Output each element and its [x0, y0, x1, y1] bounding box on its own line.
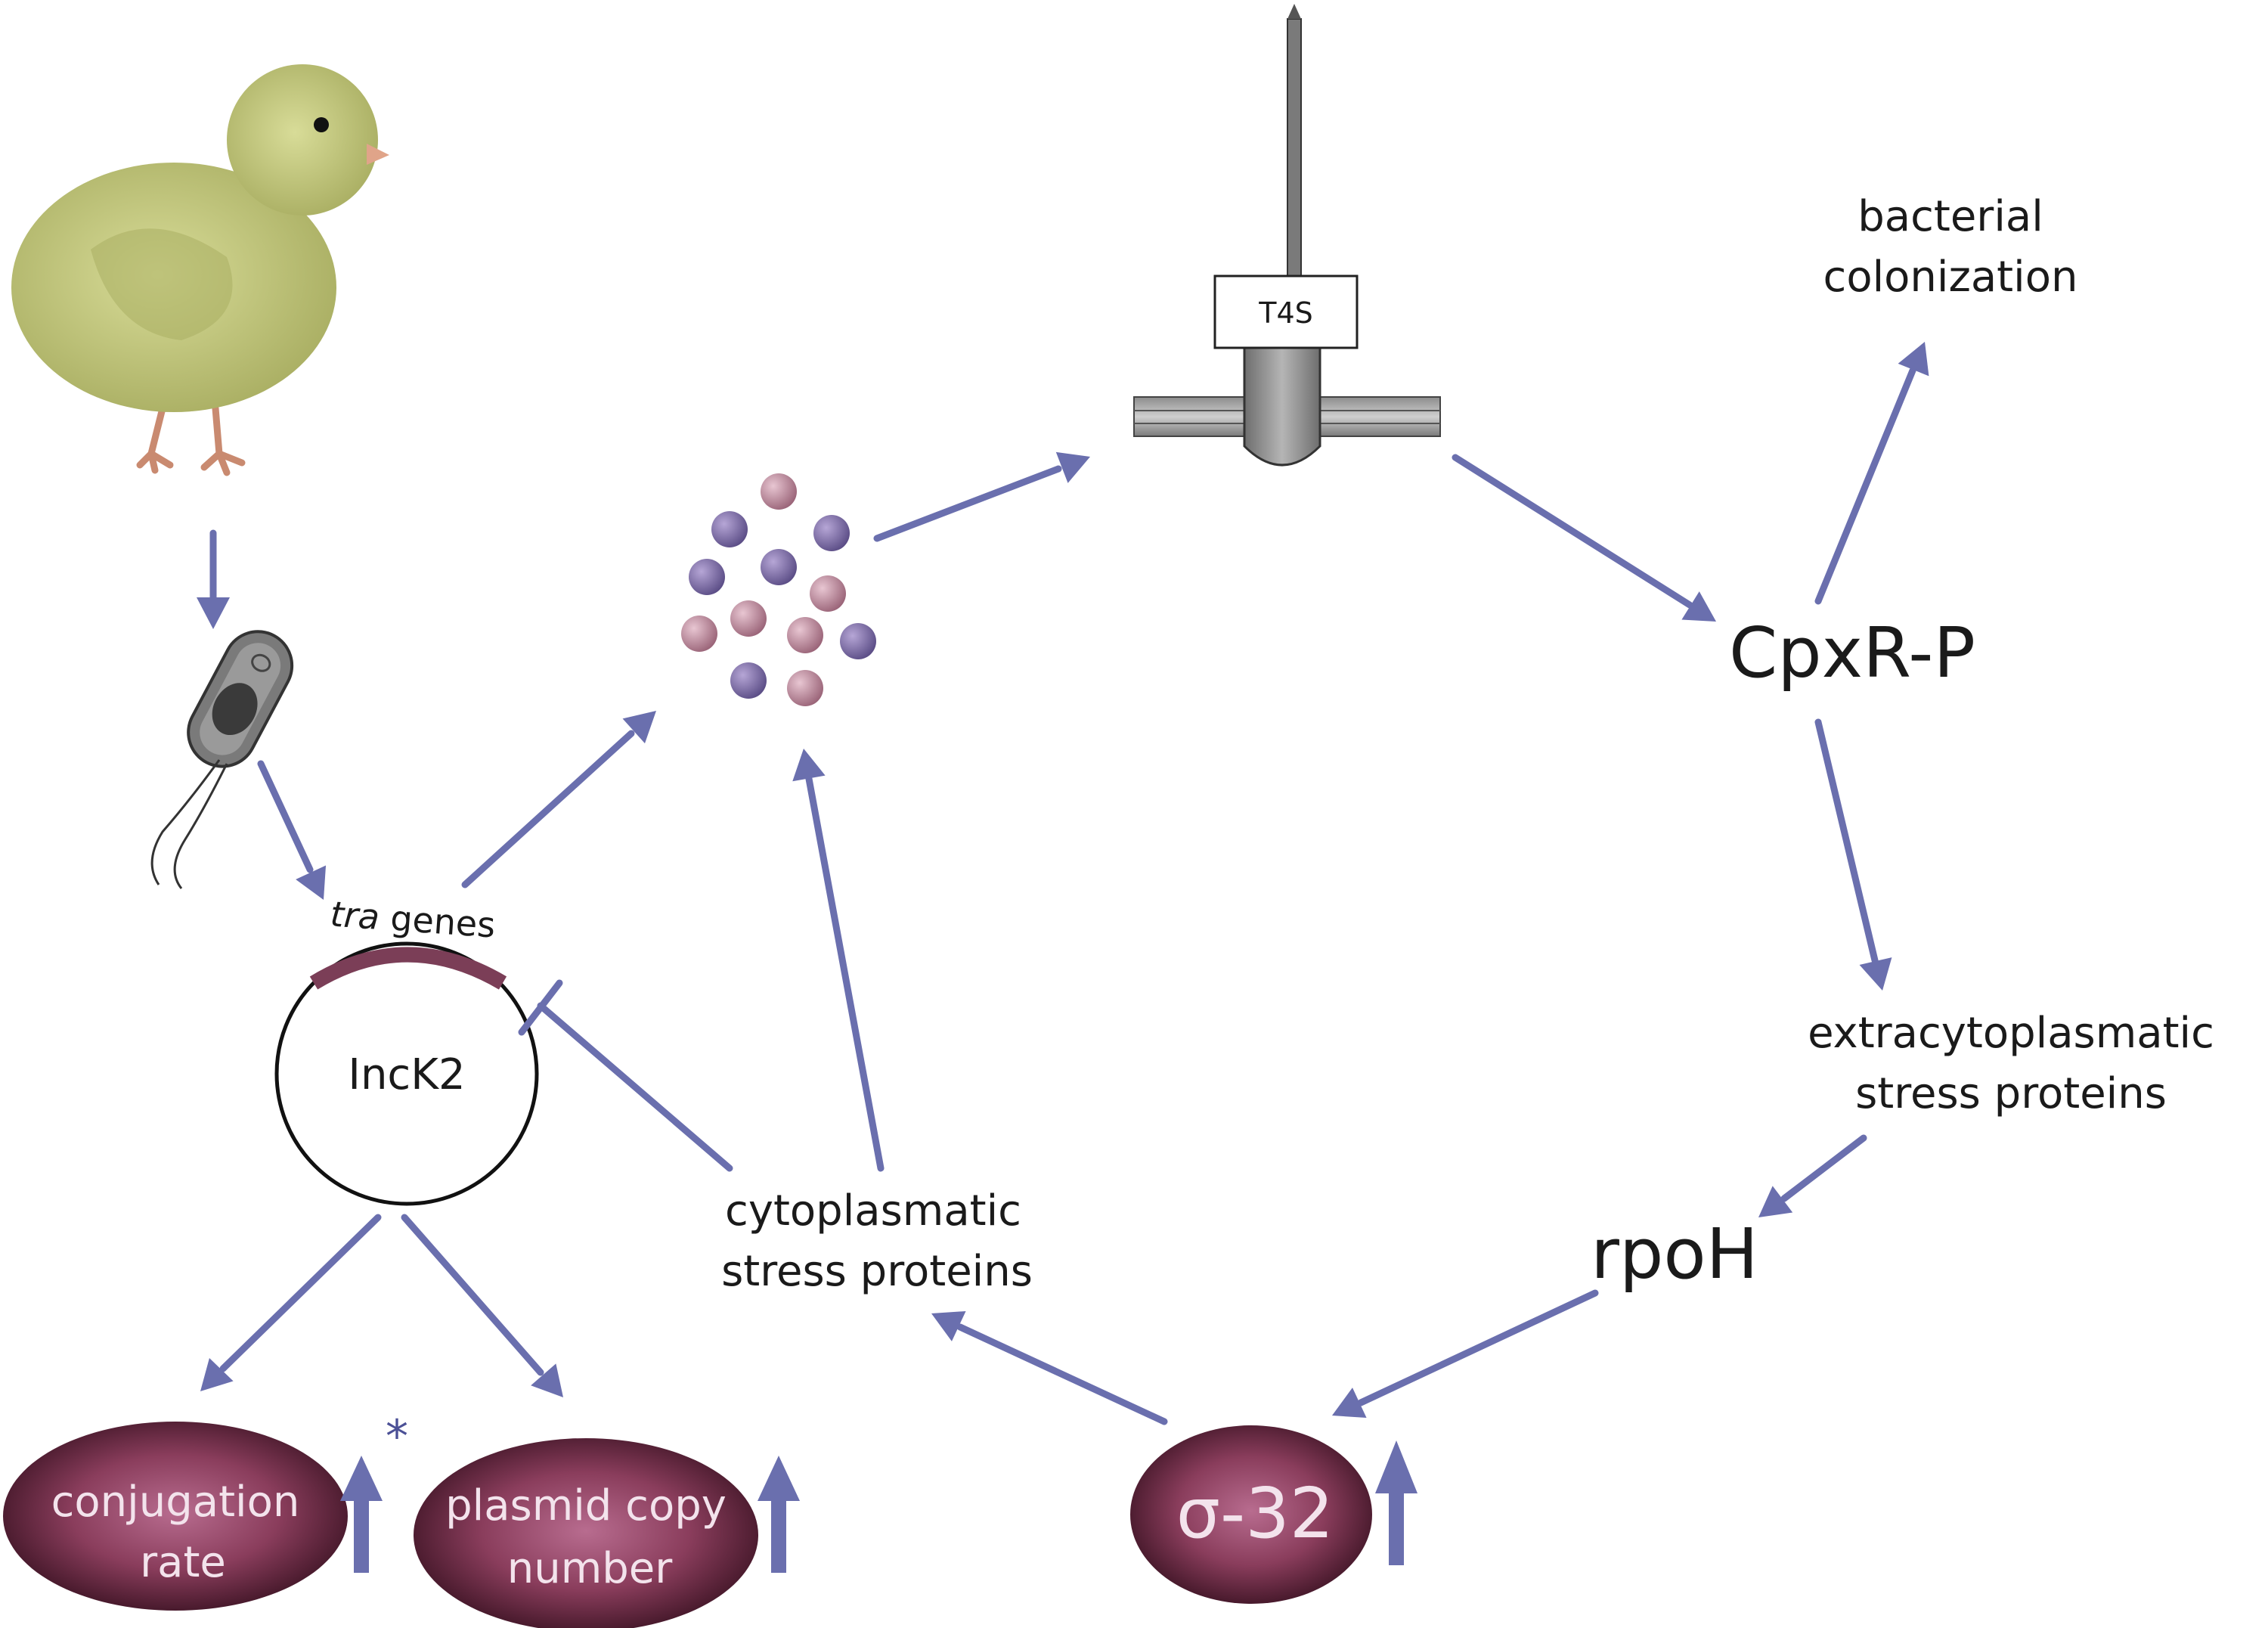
svg-text:plasmid copy: plasmid copy [445, 1481, 727, 1530]
extracyto-line1: extracytoplasmatic [1808, 1009, 2214, 1058]
plasmid-circle [274, 941, 539, 1206]
svg-text:conjugation: conjugation [51, 1478, 300, 1527]
bacterium-icon [187, 630, 294, 768]
chick-icon [11, 64, 389, 476]
up-arrow-icon [340, 1456, 383, 1573]
flagellum [150, 759, 221, 885]
significance-asterisk: * [386, 1410, 408, 1463]
cyto-line1: cytoplasmatic [725, 1186, 1021, 1236]
molecule-cluster-icon [681, 473, 876, 706]
extracyto-line2: stress proteins [1855, 1069, 2167, 1118]
cyto-line2: stress proteins [721, 1247, 1033, 1296]
rpoh-label: rpoH [1591, 1214, 1758, 1295]
conjugation-rate-node: conjugation rate [3, 1422, 348, 1611]
flagellum [173, 763, 228, 889]
bacterial-colonization-line1: bacterial [1857, 192, 2043, 241]
svg-text:number: number [507, 1544, 674, 1593]
sigma-32-node: σ-32 [1130, 1425, 1372, 1604]
t4s-pilus-icon [1133, 4, 1441, 467]
t4s-label: T4S [1258, 296, 1313, 330]
up-arrow-icon [758, 1456, 800, 1573]
up-arrow-icon [1375, 1440, 1418, 1565]
tra-genes-label: tra genes [329, 893, 497, 945]
connector-arrows [197, 342, 1929, 1425]
t4s-box [1213, 274, 1359, 349]
cpxr-label: CpxR-P [1729, 612, 1975, 693]
bacterial-colonization-line2: colonization [1823, 253, 2078, 302]
tra-genes-arc [309, 947, 507, 990]
svg-text:σ-32: σ-32 [1176, 1473, 1334, 1554]
plasmid-copy-number-node: plasmid copy number [414, 1438, 758, 1628]
svg-text:rate: rate [140, 1538, 226, 1587]
plasmid-label: IncK2 [348, 1050, 465, 1099]
